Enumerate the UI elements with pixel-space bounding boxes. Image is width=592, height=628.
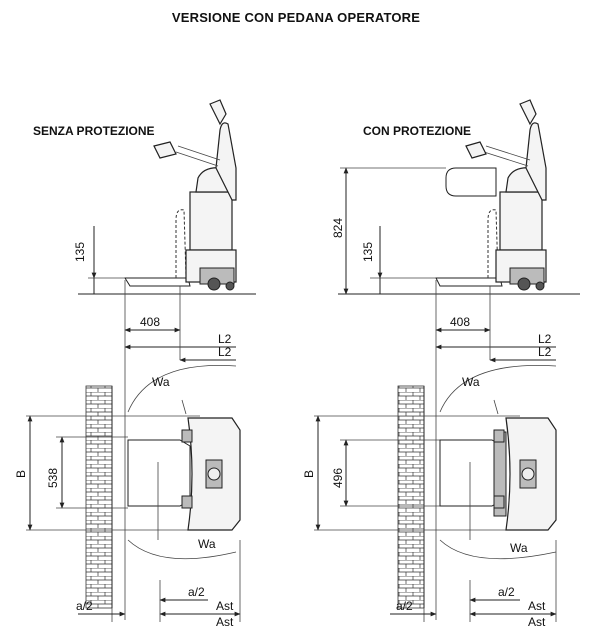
right-a2-left-label: a/2: [396, 599, 413, 613]
left-a2-left-label: a/2: [76, 599, 93, 613]
left-side-view: 135 408: [73, 99, 256, 334]
left-ast-top-label: Ast: [216, 599, 234, 613]
right-ast-bottom-label: Ast: [528, 615, 546, 628]
right-wa-bottom-label: Wa: [510, 541, 528, 555]
page-title: VERSIONE CON PEDANA OPERATORE: [171, 10, 421, 25]
right-l2-dims: L2 L2: [435, 332, 556, 620]
right-top-view: B 496 Wa Wa a/2 a/2 Ast Ast: [302, 365, 557, 628]
right-width-496-label: 496: [331, 468, 345, 488]
right-side-view: 824 135 408: [331, 99, 580, 334]
left-width-538-label: 538: [46, 468, 60, 488]
right-height-135-label: 135: [361, 242, 375, 262]
right-a2-right-label: a/2: [498, 585, 515, 599]
right-view-label: CON PROTEZIONE: [363, 124, 472, 138]
right-length-408-label: 408: [450, 315, 470, 329]
left-height-135-label: 135: [73, 242, 87, 262]
left-a2-right-label: a/2: [188, 585, 205, 599]
right-b-label: B: [302, 470, 316, 478]
left-l2-bottom-label: L2: [218, 345, 232, 359]
left-top-view: B 538 Wa Wa a/2 a/2 Ast Ast: [14, 365, 241, 628]
right-wall: [397, 385, 425, 609]
left-l2-dims: L2 L2: [124, 332, 236, 620]
right-l2-top-label: L2: [538, 332, 552, 346]
left-wall: [85, 385, 113, 609]
right-l2-bottom-label: L2: [538, 345, 552, 359]
right-height-824-label: 824: [331, 218, 345, 238]
left-wa-top-label: Wa: [152, 375, 170, 389]
left-length-408-label: 408: [140, 315, 160, 329]
left-wa-bottom-label: Wa: [198, 537, 216, 551]
left-b-label: B: [14, 470, 28, 478]
left-ast-bottom-label: Ast: [216, 615, 234, 628]
right-ast-top-label: Ast: [528, 599, 546, 613]
right-wa-top-label: Wa: [462, 375, 480, 389]
left-view-label: SENZA PROTEZIONE: [33, 124, 155, 138]
left-l2-top-label: L2: [218, 332, 232, 346]
